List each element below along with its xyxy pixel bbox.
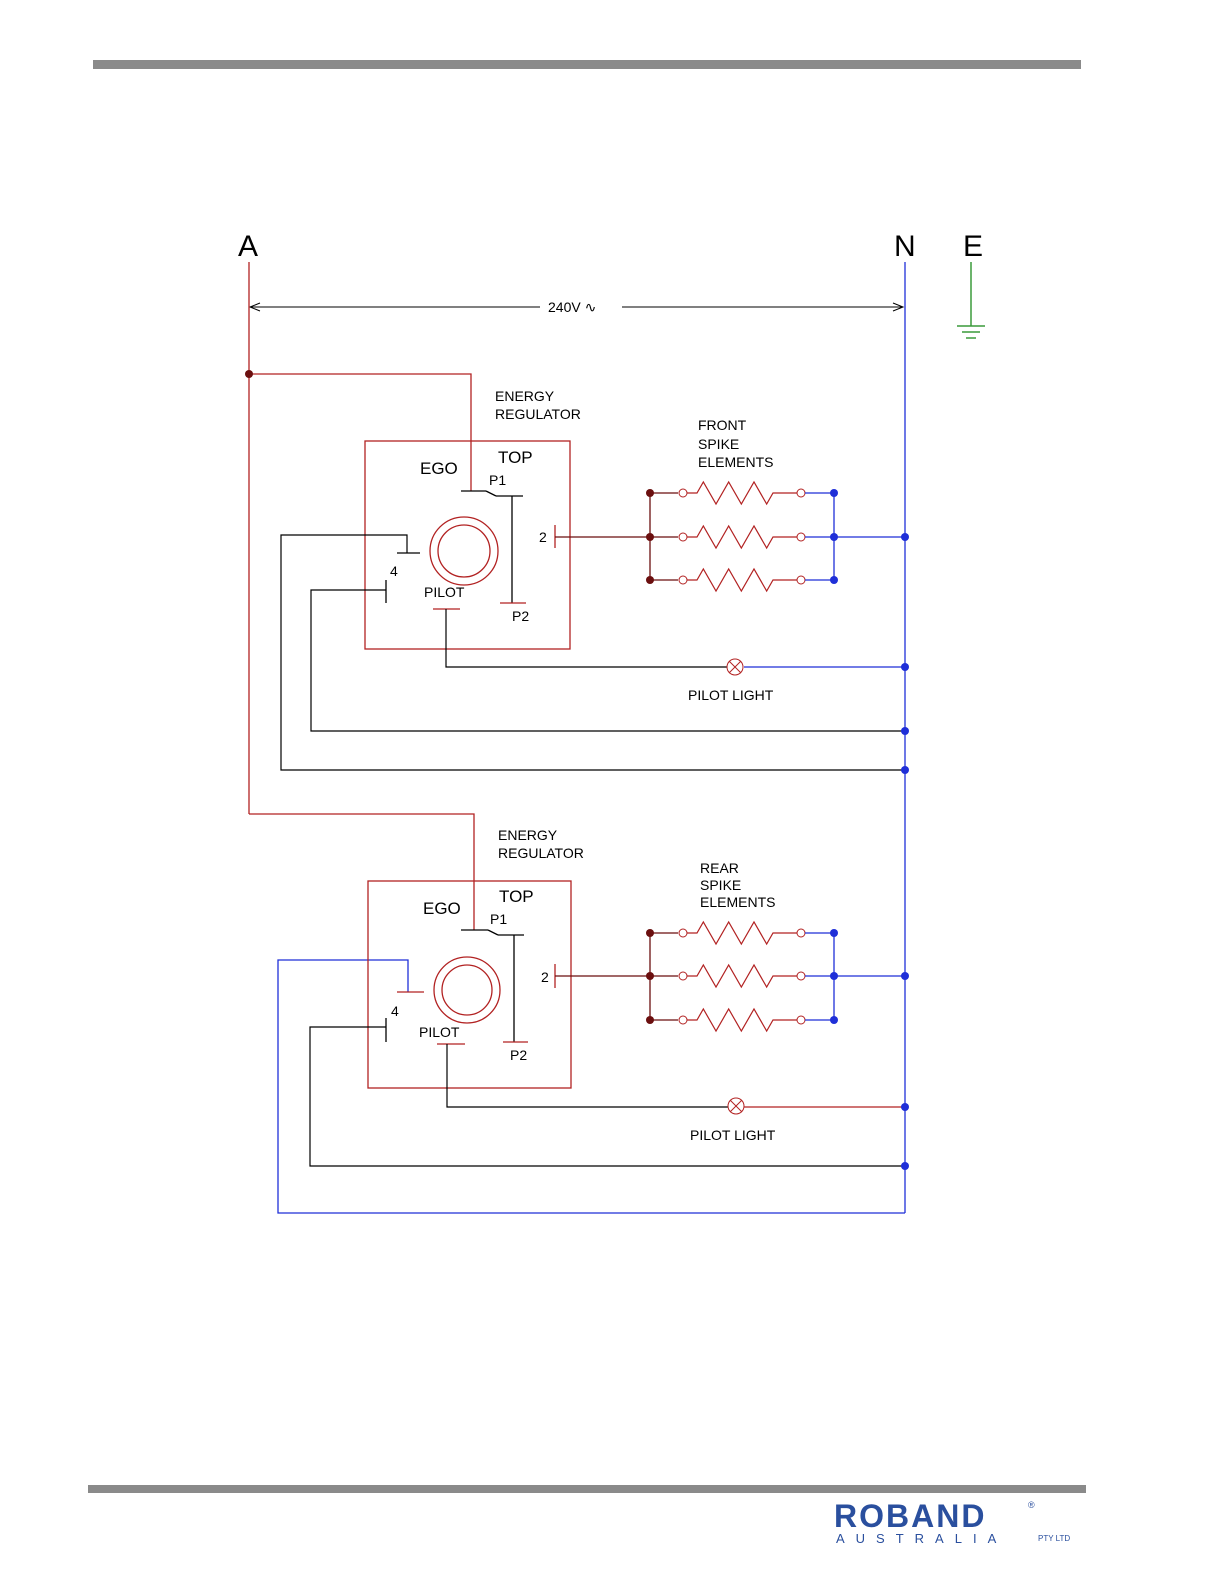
p2-label: P2 xyxy=(510,1047,527,1063)
neutral-junction-dot xyxy=(901,727,909,735)
junction-dot xyxy=(646,972,654,980)
elements-title-3: ELEMENTS xyxy=(700,894,775,910)
elements-title-2: SPIKE xyxy=(700,877,741,893)
regulator-front: ENERGY REGULATOR EGO TOP P1 P2 2 4 PILOT xyxy=(365,388,581,649)
spike-elements-rear xyxy=(646,922,905,1031)
earth-label: E xyxy=(963,230,983,263)
junction-dot xyxy=(646,1016,654,1024)
voltage-label: 240V ∿ xyxy=(548,299,596,315)
spike-elements-front xyxy=(646,482,905,591)
element-terminal xyxy=(797,489,805,497)
neutral-junction-dot xyxy=(901,663,909,671)
element-terminal xyxy=(679,489,687,497)
p2-label: P2 xyxy=(512,608,529,624)
elements-title-3: ELEMENTS xyxy=(698,454,773,470)
neutral-label: N xyxy=(894,230,916,263)
terminal-4-label: 4 xyxy=(391,1003,399,1019)
neutral-junction-dot xyxy=(901,972,909,980)
element-terminal xyxy=(797,533,805,541)
logo-registered: ® xyxy=(1028,1500,1035,1510)
footer-rule xyxy=(88,1485,1086,1493)
p1-label: P1 xyxy=(489,472,506,488)
elements-title-1: FRONT xyxy=(698,417,747,433)
active-junction xyxy=(245,370,253,378)
roband-logo: ROBAND ® AUSTRALIA PTY LTD xyxy=(832,1498,1082,1558)
terminal-2-label: 2 xyxy=(539,529,547,545)
neutral-junction-dot xyxy=(901,1103,909,1111)
junction-dot xyxy=(830,1016,838,1024)
heating-element-zigzag xyxy=(687,569,797,591)
heating-element-zigzag xyxy=(687,526,797,548)
pilot-light-rear xyxy=(728,1098,744,1114)
logo-name: ROBAND xyxy=(834,1498,986,1534)
junction-dot xyxy=(646,576,654,584)
regulator-title-2: REGULATOR xyxy=(498,845,584,861)
junction-dot xyxy=(830,972,838,980)
pilot-light-label: PILOT LIGHT xyxy=(690,1127,776,1143)
element-terminal xyxy=(679,1016,687,1024)
pilot-light-label: PILOT LIGHT xyxy=(688,687,774,703)
pilot-light-front xyxy=(727,659,743,675)
heating-element-zigzag xyxy=(687,922,797,944)
junction-dot xyxy=(646,929,654,937)
heating-element-zigzag xyxy=(687,965,797,987)
regulator-title-1: ENERGY xyxy=(498,827,558,843)
neutral-wiring xyxy=(278,262,905,1213)
element-terminal xyxy=(797,929,805,937)
junction-dot xyxy=(646,489,654,497)
neutral-junction-dot xyxy=(901,766,909,774)
active-label: A xyxy=(238,230,258,263)
junction-dot xyxy=(830,533,838,541)
neutral-junction-dot xyxy=(901,1162,909,1170)
element-terminal xyxy=(797,972,805,980)
pilot-label: PILOT xyxy=(424,584,465,600)
terminal-4-label: 4 xyxy=(390,563,398,579)
element-terminal xyxy=(797,1016,805,1024)
ego-label: EGO xyxy=(423,899,461,918)
terminal-2-label: 2 xyxy=(541,969,549,985)
p1-label: P1 xyxy=(490,911,507,927)
heating-element-zigzag xyxy=(687,482,797,504)
logo-suffix: PTY LTD xyxy=(1038,1534,1070,1543)
junction-dot xyxy=(830,929,838,937)
rear-control-wiring xyxy=(310,1027,905,1166)
earth-symbol xyxy=(957,262,985,338)
junction-dot xyxy=(830,489,838,497)
element-terminal xyxy=(679,576,687,584)
elements-title-2: SPIKE xyxy=(698,436,739,452)
front-control-wiring xyxy=(281,535,905,770)
heating-element-zigzag xyxy=(687,1009,797,1031)
top-label: TOP xyxy=(498,448,533,467)
junction-dot xyxy=(830,576,838,584)
junction-dot xyxy=(646,533,654,541)
elements-title-1: REAR xyxy=(700,860,739,876)
regulator-title-2: REGULATOR xyxy=(495,406,581,422)
regulator-title-1: ENERGY xyxy=(495,388,555,404)
ego-label: EGO xyxy=(420,459,458,478)
element-terminal xyxy=(679,972,687,980)
neutral-junction-dot xyxy=(901,533,909,541)
regulator-rear: ENERGY REGULATOR EGO TOP P1 P2 2 4 PILOT xyxy=(368,827,584,1088)
logo-country: AUSTRALIA xyxy=(836,1531,1007,1547)
top-label: TOP xyxy=(499,887,534,906)
element-terminal xyxy=(797,576,805,584)
element-terminal xyxy=(679,533,687,541)
element-terminal xyxy=(679,929,687,937)
pilot-label: PILOT xyxy=(419,1024,460,1040)
